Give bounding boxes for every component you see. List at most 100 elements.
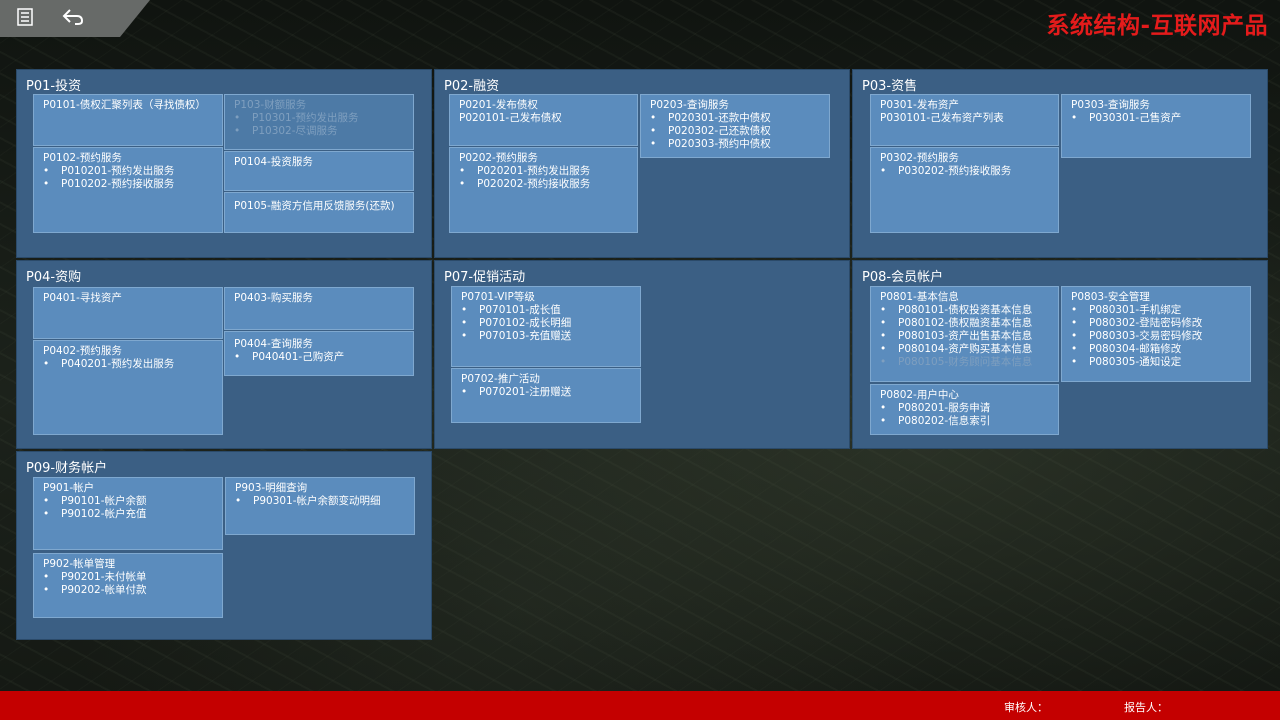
- list-item: P90201-未付帐单: [43, 571, 214, 584]
- card-p0302[interactable]: P0302-预约服务 P030202-预约接收服务: [870, 147, 1059, 233]
- card-p901[interactable]: P901-帐户 P90101-帐户余额 P90102-帐户充值: [33, 477, 223, 550]
- list-item: P080102-债权融资基本信息: [880, 317, 1050, 330]
- list-item: P070103-充值赠送: [461, 330, 632, 343]
- list-item: P080201-服务申请: [880, 402, 1050, 415]
- list-item: P010202-预约接收服务: [43, 178, 214, 191]
- list-item: P030202-预约接收服务: [880, 165, 1050, 178]
- card-p902[interactable]: P902-帐单管理 P90201-未付帐单 P90202-帐单付款: [33, 553, 223, 618]
- back-arrow-icon[interactable]: [60, 6, 86, 32]
- list-item: P080305-通知设定: [1071, 356, 1242, 369]
- card-title: P0201-发布债权: [459, 99, 538, 111]
- card-p0303[interactable]: P0303-查询服务 P030301-己售资产: [1061, 94, 1251, 158]
- card-title: P903-明细查询: [235, 482, 308, 494]
- list-item: P90301-帐户余额变动明细: [235, 495, 406, 508]
- card-title: P0401-寻找资产: [43, 292, 122, 304]
- section-title: P03-资售: [862, 79, 918, 94]
- card-title: P0202-预约服务: [459, 152, 538, 164]
- list-item: P90101-帐户余额: [43, 495, 214, 508]
- section-p04: P04-资购 P0401-寻找资产 P0402-预约服务 P040201-预约发…: [16, 260, 432, 449]
- top-toolbar: [0, 0, 150, 37]
- list-item: P070101-成长值: [461, 304, 632, 317]
- list-item: P020303-预约中债权: [650, 138, 821, 151]
- card-p0102[interactable]: P0102-预约服务 P010201-预约发出服务 P010202-预约接收服务: [33, 147, 223, 233]
- card-p0104[interactable]: P0104-投资服务: [224, 151, 414, 191]
- list-item: P040201-预约发出服务: [43, 358, 214, 371]
- list-item: P020202-预约接收服务: [459, 178, 629, 191]
- reviewer-label: 审核人：: [1004, 701, 1048, 714]
- section-title: P01-投资: [26, 79, 82, 94]
- card-p0404[interactable]: P0404-查询服务 P040401-己购资产: [224, 331, 414, 376]
- card-p0403[interactable]: P0403-购买服务: [224, 287, 414, 330]
- card-p0202[interactable]: P0202-预约服务 P020201-预约发出服务 P020202-预约接收服务: [449, 147, 638, 233]
- card-title: P0404-查询服务: [234, 338, 313, 350]
- card-title: P0302-预约服务: [880, 152, 959, 164]
- section-p08: P08-会员帐户 P0801-基本信息 P080101-债权投资基本信息 P08…: [852, 260, 1268, 449]
- card-subtitle: P030101-己发布资产列表: [880, 112, 1004, 124]
- card-p0802[interactable]: P0802-用户中心 P080201-服务申请 P080202-信息索引: [870, 384, 1059, 435]
- card-p903[interactable]: P903-明细查询 P90301-帐户余额变动明细: [225, 477, 415, 535]
- card-title: P901-帐户: [43, 482, 95, 494]
- section-title: P08-会员帐户: [862, 270, 944, 285]
- card-p0402[interactable]: P0402-预约服务 P040201-预约发出服务: [33, 340, 223, 435]
- list-item: P10302-尽调服务: [234, 125, 405, 138]
- card-p0201[interactable]: P0201-发布债权 P020101-己发布债权: [449, 94, 638, 146]
- section-title: P09-财务帐户: [26, 461, 108, 476]
- list-item: P020201-预约发出服务: [459, 165, 629, 178]
- card-title: P0803-安全管理: [1071, 291, 1150, 303]
- section-title: P07-促销活动: [444, 270, 526, 285]
- card-title: P0303-查询服务: [1071, 99, 1150, 111]
- list-item: P080103-资产出售基本信息: [880, 330, 1050, 343]
- list-item: P080202-信息索引: [880, 415, 1050, 428]
- list-item: P020301-还款中债权: [650, 112, 821, 125]
- card-p0101[interactable]: P0101-债权汇聚列表（寻找债权）: [33, 94, 223, 146]
- footer-bar: 审核人： 报告人：: [0, 691, 1280, 720]
- card-title: P103-财额服务: [234, 99, 307, 111]
- section-title: P04-资购: [26, 270, 82, 285]
- list-item: P080104-资产购买基本信息: [880, 343, 1050, 356]
- list-item: P070201-注册赠送: [461, 386, 632, 399]
- card-p0702[interactable]: P0702-推广活动 P070201-注册赠送: [451, 368, 641, 423]
- section-p02: P02-融资 P0201-发布债权 P020101-己发布债权 P0202-预约…: [434, 69, 850, 258]
- section-title: P02-融资: [444, 79, 500, 94]
- card-p0203[interactable]: P0203-查询服务 P020301-还款中债权 P020302-己还款债权 P…: [640, 94, 830, 158]
- list-item: P010201-预约发出服务: [43, 165, 214, 178]
- section-p01: P01-投资 P0101-债权汇聚列表（寻找债权） P0102-预约服务 P01…: [16, 69, 432, 258]
- card-title: P0105-融资方信用反馈服务(还款): [234, 200, 395, 212]
- list-item: P080301-手机绑定: [1071, 304, 1242, 317]
- list-item: P080302-登陆密码修改: [1071, 317, 1242, 330]
- card-p0401[interactable]: P0401-寻找资产: [33, 287, 223, 339]
- card-title: P0101-债权汇聚列表（寻找债权）: [43, 99, 206, 111]
- doc-icon[interactable]: [12, 6, 38, 32]
- list-item: P030301-己售资产: [1071, 112, 1242, 125]
- section-p09: P09-财务帐户 P901-帐户 P90101-帐户余额 P90102-帐户充值…: [16, 451, 432, 640]
- card-p103[interactable]: P103-财额服务 P10301-预约发出服务 P10302-尽调服务: [224, 94, 414, 150]
- list-item: P080101-债权投资基本信息: [880, 304, 1050, 317]
- card-p0801[interactable]: P0801-基本信息 P080101-债权投资基本信息 P080102-债权融资…: [870, 286, 1059, 382]
- card-title: P902-帐单管理: [43, 558, 116, 570]
- reporter-label: 报告人：: [1124, 701, 1168, 714]
- card-title: P0104-投资服务: [234, 156, 313, 168]
- card-p0301[interactable]: P0301-发布资产 P030101-己发布资产列表: [870, 94, 1059, 146]
- card-title: P0702-推广活动: [461, 373, 540, 385]
- card-p0701[interactable]: P0701-VIP等级 P070101-成长值 P070102-成长明细 P07…: [451, 286, 641, 367]
- card-title: P0402-预约服务: [43, 345, 122, 357]
- card-p0105[interactable]: P0105-融资方信用反馈服务(还款): [224, 192, 414, 233]
- list-item: P080105-财务顾问基本信息: [880, 356, 1050, 369]
- list-item: P90102-帐户充值: [43, 508, 214, 521]
- card-subtitle: P020101-己发布债权: [459, 112, 562, 124]
- list-item: P90202-帐单付款: [43, 584, 214, 597]
- card-title: P0203-查询服务: [650, 99, 729, 111]
- list-item: P080304-邮箱修改: [1071, 343, 1242, 356]
- card-title: P0102-预约服务: [43, 152, 122, 164]
- card-title: P0802-用户中心: [880, 389, 959, 401]
- page-title: 系统结构-互联网产品: [1046, 13, 1268, 39]
- list-item: P070102-成长明细: [461, 317, 632, 330]
- card-title: P0801-基本信息: [880, 291, 959, 303]
- list-item: P10301-预约发出服务: [234, 112, 405, 125]
- card-p0803[interactable]: P0803-安全管理 P080301-手机绑定 P080302-登陆密码修改 P…: [1061, 286, 1251, 382]
- list-item: P020302-己还款债权: [650, 125, 821, 138]
- section-p07: P07-促销活动 P0701-VIP等级 P070101-成长值 P070102…: [434, 260, 850, 449]
- section-p03: P03-资售 P0301-发布资产 P030101-己发布资产列表 P0302-…: [852, 69, 1268, 258]
- card-title: P0701-VIP等级: [461, 291, 535, 303]
- list-item: P040401-己购资产: [234, 351, 405, 364]
